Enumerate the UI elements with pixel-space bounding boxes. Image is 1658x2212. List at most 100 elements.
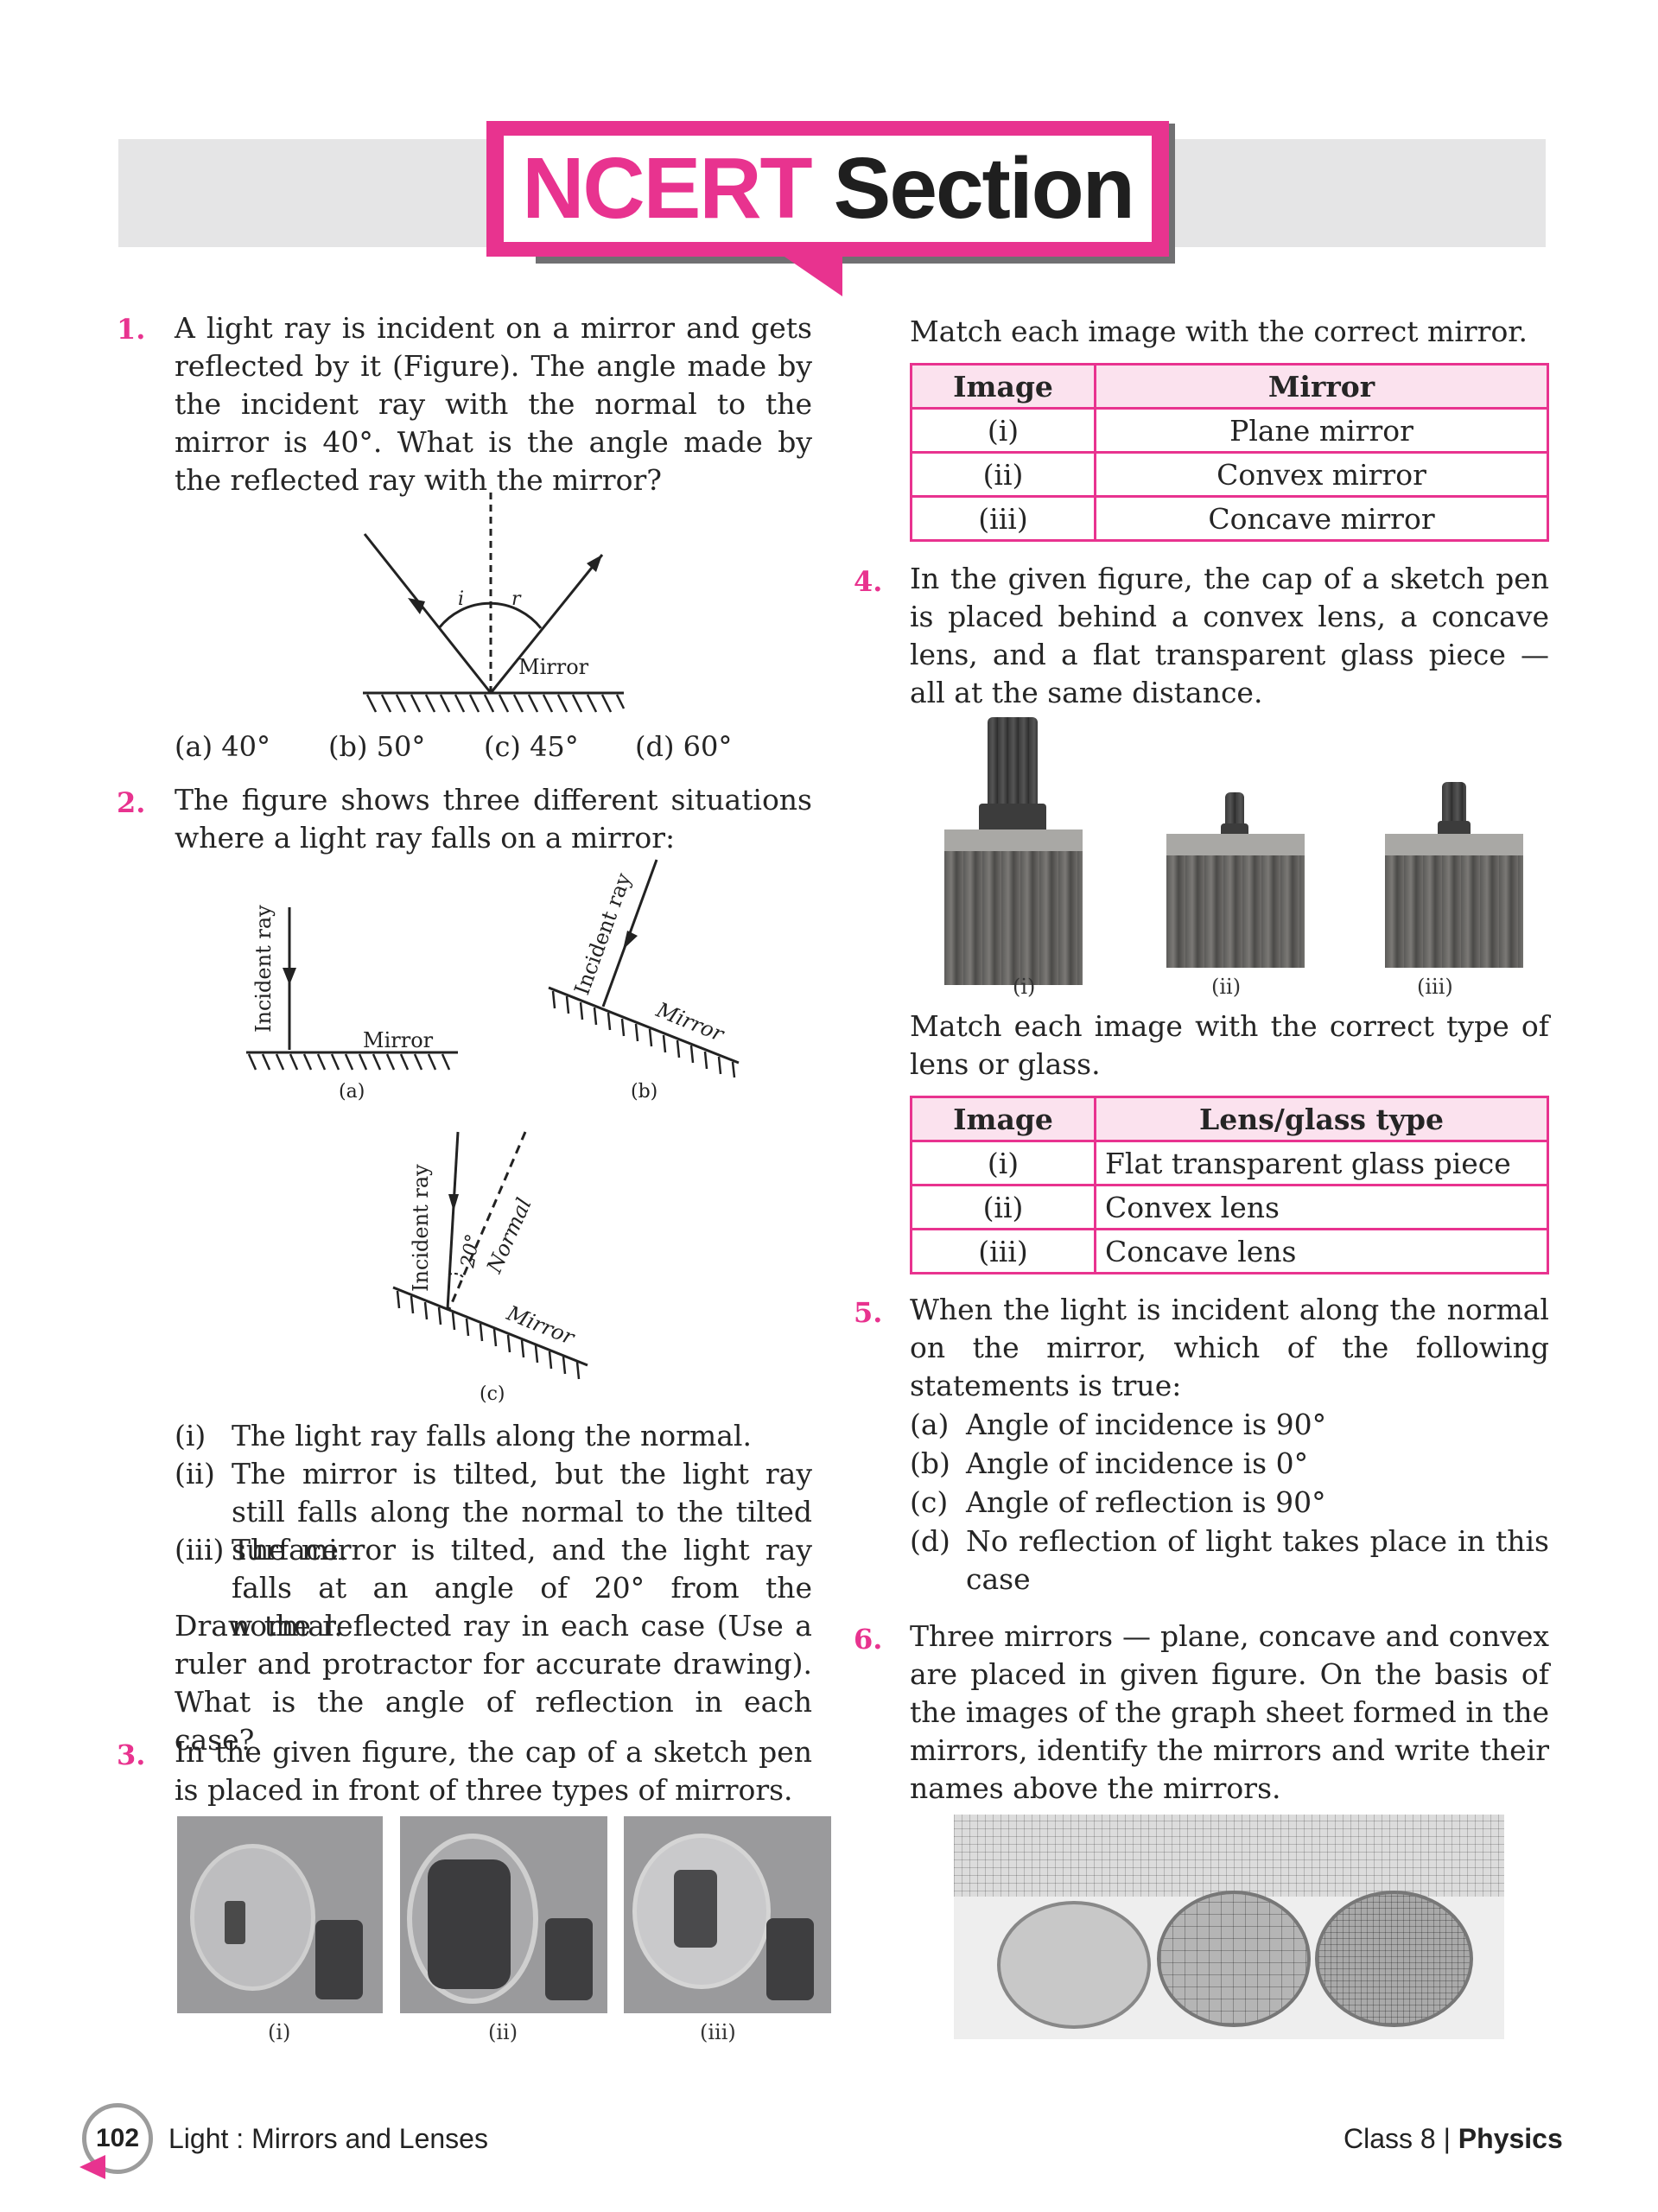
page-arrow-icon [79,2155,105,2179]
table-cell: Convex lens [1094,1184,1549,1230]
table-cell: (i) [910,407,1096,454]
table-row: (ii) Convex lens [910,1184,1549,1230]
label-i: i [458,588,464,610]
table-row: (i) Plane mirror [910,407,1549,454]
q5-option-c-label: (c) [910,1485,949,1519]
table-cell: (i) [910,1140,1096,1186]
table-cell: Plane mirror [1094,407,1549,454]
q2-item-iii-text: The mirror is tilted, and the light ray … [232,1533,812,1643]
page-number: 102 [95,2124,140,2152]
table-cell: (ii) [910,451,1096,498]
header-title-box [504,136,1152,242]
q2-figure-c: Incident ray 20° Normal Mirror (c) [392,1131,588,1405]
table-cell: (iii) [910,1228,1096,1274]
fig-c-normal-label: Normal [481,1194,536,1277]
q3-match-table: Image Mirror (i) Plane mirror (ii) Conve… [910,363,1549,542]
q4-text: In the given figure, the cap of a sketch… [910,562,1549,709]
q1-number: 1. [117,313,146,346]
q2-text: The figure shows three different situati… [175,783,812,855]
q1-option-b: (b) 50° [328,730,426,763]
q3-text: In the given figure, the cap of a sketch… [175,1735,812,1807]
q1-option-d: (d) 60° [635,730,733,763]
title-ncert: NCERT [522,140,812,237]
q1-option-a: (a) 40° [175,730,270,763]
q2-figure-b: Incident ray Mirror (b) [548,859,740,1103]
q2-item-i-num: (i) [175,1419,206,1452]
table-cell: Flat transparent glass piece [1094,1140,1549,1186]
q6-number: 6. [854,1623,883,1656]
q4-match-table: Image Lens/glass type (i) Flat transpare… [910,1096,1549,1274]
q5-option-c-text: Angle of reflection is 90° [966,1485,1326,1519]
fig-c-mirror-label: Mirror [503,1300,579,1350]
table-row: (iii) Concave lens [910,1228,1549,1274]
label-r: r [511,588,522,610]
table-row: Image Mirror [910,363,1549,410]
footer-subject: Physics [1458,2123,1563,2154]
label-mirror: Mirror [518,655,589,679]
fig-a-incident-ray-label: Incident ray [251,905,276,1033]
q4-photo-flat-glass [944,717,1083,985]
q4-number: 4. [854,565,883,598]
q5-text: When the light is incident along the nor… [910,1293,1549,1402]
footer-chapter: Light : Mirrors and Lenses [168,2123,488,2154]
q2-figure-a: Incident ray Mirror (a) [246,905,458,1103]
fig-c-angle-label: 20° [457,1232,485,1270]
q5-option-b-label: (b) [910,1446,950,1480]
q4-caption-ii: (ii) [1211,975,1242,999]
q5-option-b-text: Angle of incidence is 0° [966,1446,1309,1480]
table-row: (ii) Convex mirror [910,451,1549,498]
table-header-image: Image [910,363,1096,410]
q1-text: A light ray is incident on a mirror and … [175,311,812,497]
q2-number: 2. [117,786,146,819]
fig-b-incident-ray-label: Incident ray [569,869,636,998]
q3-caption-ii: (ii) [488,2020,518,2044]
fig-c-caption: (c) [480,1383,505,1405]
q3-number: 3. [117,1738,146,1771]
q3-match-text: Match each image with the correct mirror… [910,315,1528,348]
q6-text: Three mirrors — plane, concave and conve… [910,1619,1549,1805]
q3-photo-concave-mirror [624,1816,831,2013]
q3-photo-convex-mirror [400,1816,607,2013]
q4-caption-i: (i) [1013,975,1036,999]
fig-b-caption: (b) [631,1081,657,1103]
q5-number: 5. [854,1296,883,1329]
page-title: NCERT Section [504,136,1152,242]
table-cell: Concave mirror [1094,495,1549,542]
q2-item-ii-text: The mirror is tilted, but the light ray … [232,1457,812,1567]
table-row: (i) Flat transparent glass piece [910,1140,1549,1186]
q2-item-i-text: The light ray falls along the normal. [232,1419,752,1452]
q5-option-d-text: No reflection of light takes place in th… [966,1524,1549,1596]
fig-a-caption: (a) [339,1081,365,1103]
footer-class: Class 8 | Physics [1344,2123,1563,2155]
fig-c-incident-ray-label: Incident ray [409,1164,433,1292]
table-row: Image Lens/glass type [910,1096,1549,1142]
q3-photo-plane-mirror [177,1816,383,2013]
q4-match-text: Match each image with the correct type o… [910,1009,1549,1081]
q1-option-c: (c) 45° [484,730,579,763]
q2-closing: Draw the reflected ray in each case (Use… [175,1609,812,1757]
table-cell: (iii) [910,495,1096,542]
q5-option-a-label: (a) [910,1408,950,1441]
q5-option-a-text: Angle of incidence is 90° [966,1408,1327,1441]
q4-photo-concave-lens [1385,782,1523,968]
fig-a-mirror-label: Mirror [363,1028,434,1052]
footer-class-label: Class 8 | [1344,2123,1458,2154]
table-row: (iii) Concave mirror [910,495,1549,542]
table-cell: (ii) [910,1184,1096,1230]
q2-item-iii-num: (iii) [175,1533,225,1567]
q4-photo-convex-lens [1166,782,1305,968]
table-cell: Convex mirror [1094,451,1549,498]
q2-item-ii-num: (ii) [175,1457,215,1491]
title-section: Section [833,140,1135,237]
table-header-lens-type: Lens/glass type [1094,1096,1549,1142]
q6-photo-mirrors-graph-sheet [954,1815,1504,2039]
table-cell: Concave lens [1094,1228,1549,1274]
q1-reflection-figure: i r Mirror [363,493,626,713]
table-header-mirror: Mirror [1094,363,1549,410]
q4-caption-iii: (iii) [1417,975,1453,999]
table-header-image: Image [910,1096,1096,1142]
header-callout-tail [782,255,842,296]
q5-option-d-label: (d) [910,1524,950,1558]
q3-caption-i: (i) [268,2020,291,2044]
q3-caption-iii: (iii) [700,2020,736,2044]
